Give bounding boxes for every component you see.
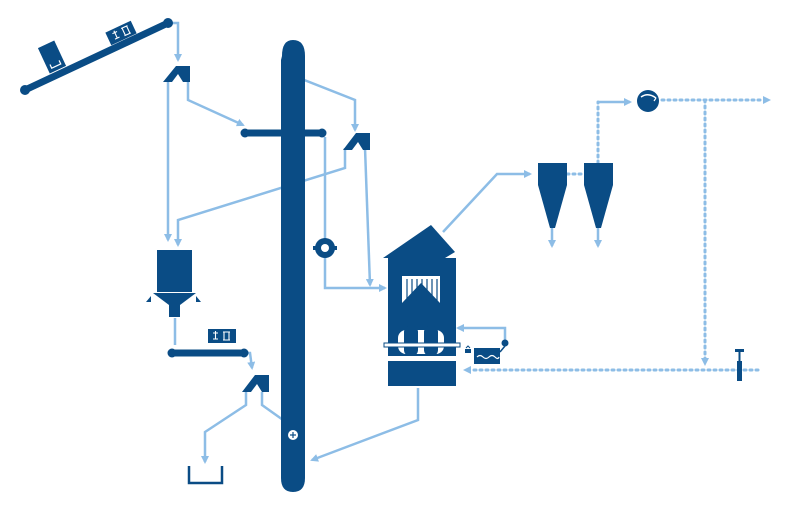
flap-gate-icon — [343, 133, 370, 150]
fan-icon — [637, 90, 659, 112]
cyclone-icon — [538, 163, 567, 228]
belt-scale-icon — [105, 20, 137, 46]
flow-lines — [164, 21, 771, 464]
vertical-roller-mill-icon — [383, 225, 461, 386]
damper-icon — [735, 349, 744, 381]
flap-gate-icon — [163, 66, 190, 82]
feed-hopper-icon — [37, 40, 67, 74]
lower-conveyor — [167, 348, 249, 358]
cyclone-icon — [584, 163, 613, 228]
belt-scale-icon — [208, 329, 236, 343]
ground-box — [187, 466, 224, 485]
bin-icon — [146, 250, 201, 317]
flap-gate-icon — [242, 375, 269, 392]
inclined-feed-conveyor — [20, 18, 173, 95]
hydraulic-unit-icon — [465, 339, 509, 364]
bucket-elevator — [281, 40, 305, 492]
rotary-valve-icon — [313, 238, 337, 258]
